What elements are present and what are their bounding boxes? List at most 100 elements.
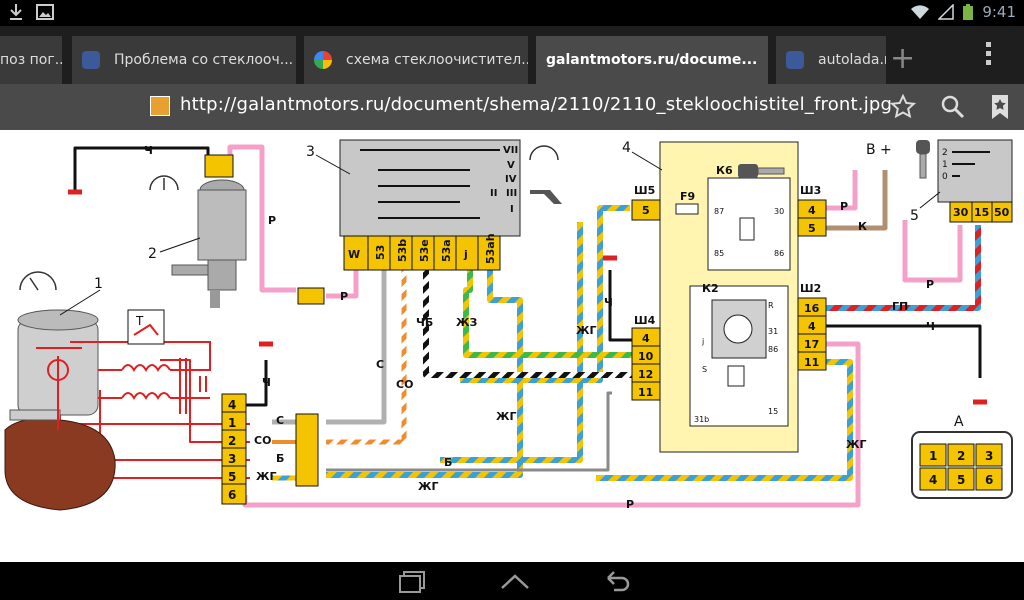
wire-label: С [276, 414, 284, 427]
wire-label: СО [254, 434, 271, 447]
callout-a: А [954, 414, 964, 430]
tab-title: galantmotors.ru/docume... [546, 52, 758, 68]
sh5-pin: 5 [642, 204, 650, 217]
wire-label: Ч [144, 144, 153, 157]
tab-strip: поз пог... Проблема со стеклооч... схема… [0, 26, 1024, 84]
tab-title: поз пог... [0, 52, 62, 68]
k6-pin: 86 [774, 249, 784, 258]
switch-pin: 53ah [484, 233, 497, 264]
tab-2[interactable]: Проблема со стеклооч... [72, 36, 296, 84]
page-content: T 4 1 2 3 5 6 VII V [0, 130, 1024, 562]
wire-label: ЖГ [576, 324, 596, 337]
tab-5[interactable]: autolada.r [776, 36, 886, 84]
wire-label: Р [840, 200, 848, 213]
back-icon[interactable] [600, 568, 634, 594]
tab-3[interactable]: схема стеклоочистител... [304, 36, 528, 84]
sh2-pin: 17 [804, 338, 819, 351]
switch-pin: 53a [440, 239, 453, 262]
new-tab-button[interactable]: + [890, 41, 916, 76]
tab-1[interactable]: поз пог... [0, 36, 62, 84]
tab-title: autolada.r [818, 52, 886, 68]
google-favicon-icon [314, 51, 332, 69]
wiper-motor [4, 309, 116, 511]
switch-roman: IV [505, 174, 517, 185]
home-icon[interactable] [498, 568, 532, 594]
sh2-pin: 4 [808, 320, 816, 333]
tab-title: Проблема со стеклооч... [114, 52, 294, 68]
battery-icon [963, 4, 974, 20]
tab-active[interactable]: galantmotors.ru/docume... ✕ [536, 36, 768, 84]
switch-pin: 53b [396, 239, 409, 262]
sh2-pin: 16 [804, 302, 820, 315]
motor-pin: 4 [228, 398, 236, 412]
k6-pin: 87 [714, 207, 724, 216]
wiper-switch: VII V IV II III I W 53 53b 53e 53a j 53a… [339, 139, 521, 271]
sh4-pin: 4 [642, 332, 650, 345]
star-bookmark-icon[interactable] [890, 94, 916, 120]
fuse-label: F9 [680, 190, 695, 203]
wire-label: Р [268, 214, 276, 227]
a-pin: 2 [957, 449, 965, 463]
wire-label: ГП [892, 300, 908, 313]
wire-label: Ч [604, 296, 613, 309]
ign-pos: 2 [942, 148, 948, 158]
ign-pin: 15 [974, 206, 989, 219]
wire-label: Р [626, 498, 634, 511]
a-pin: 4 [929, 473, 937, 487]
k2-pin: 86 [768, 345, 778, 354]
wire-label: Ч [262, 376, 271, 389]
wire-label: Р [926, 278, 934, 291]
url-field[interactable]: http://galantmotors.ru/document/shema/21… [180, 94, 893, 115]
wiring-diagram: T 4 1 2 3 5 6 VII V [4, 139, 1013, 511]
ign-pos: 0 [942, 172, 948, 182]
relay-block: Ш5 Ш4 Ш3 Ш2 F9 К6 К2 5 4 10 12 11 4 5 16… [631, 141, 827, 453]
wire-label: ЖГ [418, 480, 438, 493]
switch-pin: 53e [418, 239, 431, 262]
sh2-pin: 11 [804, 356, 819, 369]
tab-title: схема стеклоочистител... [346, 52, 528, 68]
bookmarks-icon[interactable] [990, 94, 1010, 120]
wire-label: ЧБ [416, 316, 433, 329]
address-bar: http://galantmotors.ru/document/shema/21… [0, 84, 1024, 130]
k2-pin: 31 [768, 327, 778, 336]
thermostat-label: T [135, 314, 144, 328]
overflow-menu-icon[interactable] [986, 42, 992, 65]
washer-pump [171, 154, 247, 308]
site-favicon-icon [150, 96, 170, 116]
motor-pin: 5 [228, 470, 236, 484]
switch-pin: W [348, 248, 360, 261]
sh3-pin: 5 [808, 222, 816, 235]
recent-apps-icon[interactable] [396, 568, 430, 594]
callout-5: 5 [910, 208, 919, 224]
status-bar: 9:41 [0, 0, 1024, 26]
k6-pin: 30 [774, 207, 784, 216]
motor-pin: 6 [228, 488, 236, 502]
ign-pos: 1 [942, 160, 948, 170]
callout-4: 4 [622, 140, 631, 156]
wire-label: ЖГ [496, 410, 516, 423]
motor-pin: 2 [228, 434, 236, 448]
motor-pin: 1 [228, 416, 236, 430]
wire-label: С [376, 358, 384, 371]
switch-pin: 53 [374, 245, 387, 260]
wire-label: ЖГ [846, 438, 866, 451]
ground-symbols [68, 189, 987, 405]
wire-label: Б [276, 452, 284, 465]
ignition-switch: 30 15 50 2 1 0 [916, 139, 1013, 223]
motor-coils [70, 341, 211, 414]
callout-1: 1 [94, 276, 103, 292]
search-icon[interactable] [940, 94, 966, 120]
wire-label: Ч [926, 320, 935, 333]
key-icon [738, 164, 785, 178]
motor-pin: 3 [228, 452, 236, 466]
sh2-label: Ш2 [800, 282, 821, 295]
switch-roman: VII [503, 145, 518, 156]
k6-label: К6 [716, 164, 733, 177]
k6-pin: 85 [714, 249, 724, 258]
ign-pin: 50 [994, 206, 1010, 219]
wire-label: ЖЗ [456, 316, 477, 329]
sh4-pin: 10 [638, 350, 654, 363]
a-pin: 1 [929, 449, 937, 463]
wire-label: СО [396, 378, 413, 391]
k2-pin: S [702, 365, 707, 374]
